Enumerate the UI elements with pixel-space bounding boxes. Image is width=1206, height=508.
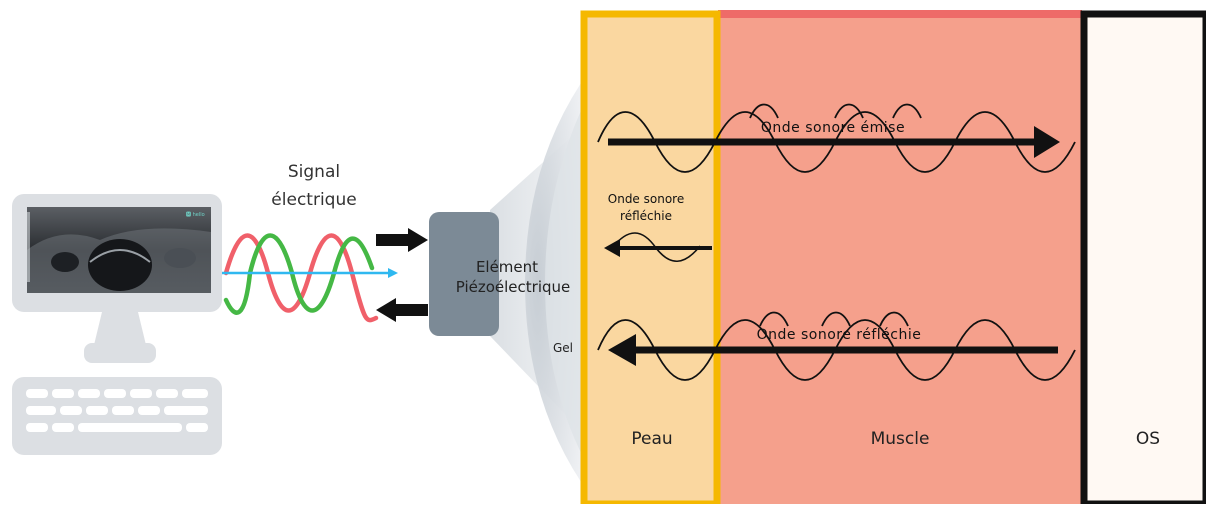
- muscle-label: Muscle: [871, 429, 930, 449]
- element-label-line2: Piézoélectrique: [456, 278, 571, 296]
- peau-label: Peau: [631, 429, 672, 449]
- onde-reflechie-label-line2: réfléchie: [620, 209, 672, 223]
- signal-wave-red: [223, 233, 379, 323]
- gel-label: Gel: [553, 341, 573, 355]
- os-layer: [1080, 10, 1206, 508]
- signal-label-line1: Signal: [288, 162, 340, 182]
- onde-reflechie-label-line1: Onde sonore: [608, 192, 684, 206]
- muscle-top-border: [718, 10, 1082, 18]
- os-label: OS: [1136, 429, 1160, 449]
- monitor-logo: 🅼 hello: [186, 212, 205, 218]
- onde-emise-label: Onde sonore émise: [761, 120, 905, 136]
- monitor-stand: [94, 312, 146, 345]
- arrow-to-transducer: [376, 228, 428, 252]
- computer-icon: 🅼 hello: [12, 194, 222, 455]
- muscle-layer: [718, 12, 1082, 504]
- keyboard-icon: [12, 377, 222, 455]
- piezoelectric-element: [429, 212, 499, 336]
- onde-reflechie-bottom-label: Onde sonore réfléchie: [757, 327, 922, 343]
- electric-signal-waves: [222, 233, 398, 323]
- element-label-line1: Elément: [476, 258, 538, 276]
- arrow-from-transducer: [376, 298, 428, 322]
- signal-label-line2: électrique: [271, 190, 356, 210]
